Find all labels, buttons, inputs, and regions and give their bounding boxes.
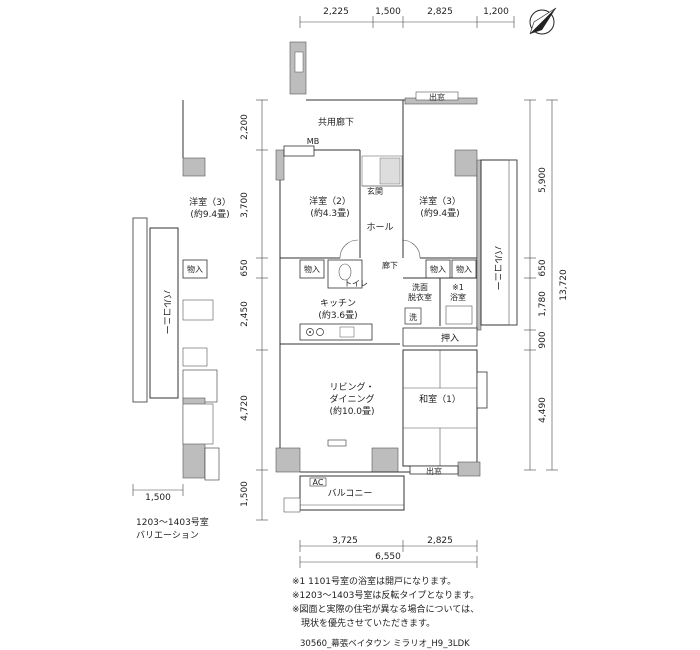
variation-caption-line1: 1203〜1403号室 xyxy=(136,518,209,528)
dim-left-5: 4,720 xyxy=(240,395,250,421)
dim-right-3: 1,780 xyxy=(538,291,548,317)
variation-room-size: (約9.4畳) xyxy=(190,208,229,220)
label-bath: 浴室 xyxy=(450,292,466,302)
label-balcony-bottom: バルコニー xyxy=(328,488,373,499)
label-entrance: 玄関 xyxy=(367,186,383,196)
label-closet-left: 物入 xyxy=(304,264,320,274)
label-western3-name: 洋室（3） xyxy=(419,195,461,207)
label-western3-size: (約9.4畳) xyxy=(420,207,459,219)
dim-top-1: 2,225 xyxy=(323,7,349,17)
dim-top-2: 1,500 xyxy=(375,7,401,17)
label-closet-right2: 物入 xyxy=(456,264,472,274)
note-2: ※1203〜1403号室は反転タイプとなります。 xyxy=(292,591,480,601)
label-kitchen-name: キッチン xyxy=(320,298,356,309)
dim-right-total: 13,720 xyxy=(559,269,569,301)
dim-bottom-1: 3,725 xyxy=(332,536,358,546)
unit-walls xyxy=(275,41,518,513)
label-wash: 洗 xyxy=(409,312,417,322)
left-dimensions: 2,200 3,700 650 2,450 4,720 1,500 xyxy=(240,99,268,521)
label-western2-size: (約4.3畳) xyxy=(310,207,349,219)
dim-left-3: 650 xyxy=(240,259,250,276)
label-washitsu: 和室（1） xyxy=(419,393,461,405)
top-dimensions: 2,225 1,500 2,825 1,200 xyxy=(299,7,515,28)
label-living-3: (約10.0畳) xyxy=(329,405,374,417)
note-1: ※1 1101号室の浴室は開戸になります。 xyxy=(292,577,457,587)
label-toilet: トイレ xyxy=(344,279,368,288)
dim-right-5: 4,490 xyxy=(538,397,548,423)
label-living-2: ダイニング xyxy=(329,393,374,405)
label-living-1: リビング・ xyxy=(329,381,374,393)
dim-left-1: 2,200 xyxy=(240,114,250,140)
variation-caption-line2: バリエーション xyxy=(136,531,199,541)
label-bath-note: ※1 xyxy=(452,283,464,292)
dim-bottom-total: 6,550 xyxy=(375,552,401,562)
variation-room-name: 洋室（3） xyxy=(189,196,231,208)
room-labels: 共用廊下 MB 玄関 ホール 洋室（2） (約4.3畳) 洋室（3） (約9.4… xyxy=(304,92,503,499)
bottom-dimensions: 3,725 2,825 6,550 xyxy=(299,536,478,568)
dim-bottom-2: 2,825 xyxy=(427,536,453,546)
label-ac: AC xyxy=(313,478,324,487)
label-common-corridor: 共用廊下 xyxy=(318,116,354,128)
dim-left-6: 1,500 xyxy=(240,481,250,507)
note-3: ※図面と実際の住宅が異なる場合については、 xyxy=(292,605,480,615)
label-hallway: 廊下 xyxy=(382,260,398,270)
north-arrow-icon xyxy=(529,7,557,35)
dim-top-3: 2,825 xyxy=(427,7,453,17)
dim-left-4: 2,450 xyxy=(240,301,250,327)
label-hall: ホール xyxy=(366,222,393,233)
label-bay-window-top: 出窓 xyxy=(429,92,445,102)
dim-right-1: 5,900 xyxy=(538,167,548,193)
notes: ※1 1101号室の浴室は開戸になります。 ※1203〜1403号室は反転タイプ… xyxy=(292,575,692,631)
label-western2-name: 洋室（2） xyxy=(309,195,351,207)
variation-closet-label: 物入 xyxy=(187,264,203,274)
plan-caption: 30560_幕張ベイタウン ミラリオ_H9_3LDK xyxy=(300,639,470,649)
label-washroom-1: 洗面 xyxy=(412,282,428,292)
note-4: 現状を優先させていただきます。 xyxy=(292,619,436,629)
dim-right-2: 650 xyxy=(538,259,548,276)
label-kitchen-size: (約3.6畳) xyxy=(318,309,357,321)
label-washroom-2: 脱衣室 xyxy=(408,292,432,302)
label-closet-right1: 物入 xyxy=(430,264,446,274)
variation-plan: 1,500 洋室（3） (約9.4畳) 物入 バルコニー xyxy=(132,100,231,503)
variation-caption: 1203〜1403号室 バリエーション xyxy=(136,517,209,543)
label-balcony-right: バルコニー xyxy=(492,246,503,291)
label-mb: MB xyxy=(307,137,319,146)
label-oshiire: 押入 xyxy=(441,332,459,344)
label-bay-window: 出窓 xyxy=(426,466,442,476)
dim-left-2: 3,700 xyxy=(240,192,250,218)
right-dimensions: 5,900 650 1,780 900 4,490 13,720 xyxy=(524,99,569,471)
dim-right-4: 900 xyxy=(538,331,548,348)
dim-top-4: 1,200 xyxy=(483,7,509,17)
variation-balcony-label: バルコニー xyxy=(161,290,172,335)
dim-variation-width: 1,500 xyxy=(145,493,171,503)
